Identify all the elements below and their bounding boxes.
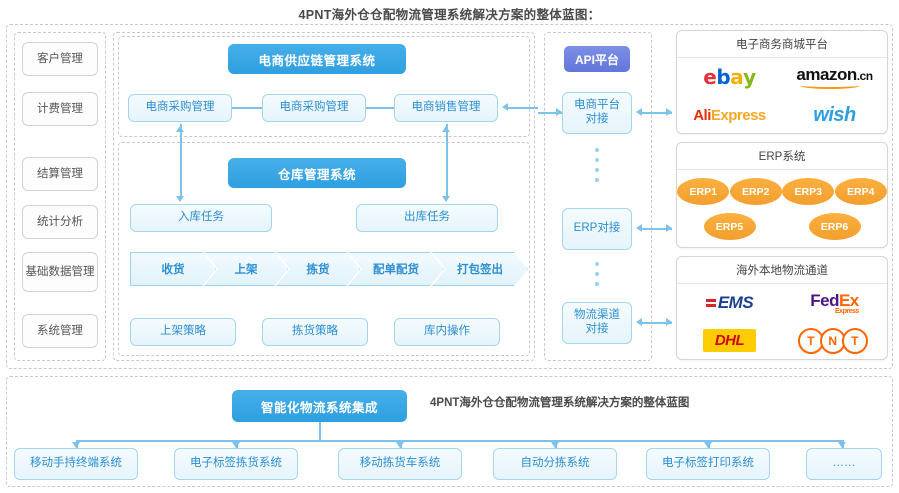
- erp-badge-4: ERP4: [834, 178, 887, 205]
- warehouse-management-header: 仓库管理系统: [228, 158, 406, 188]
- bottom-arrow-2-icon: [232, 442, 240, 448]
- connector-api-in: [538, 112, 562, 114]
- panel-ecommerce-title: 电子商务商城平台: [677, 31, 887, 58]
- inbound-task-box[interactable]: 入库任务: [130, 204, 272, 232]
- connector-ec-1-2: [232, 107, 262, 109]
- wish-logo: wish: [813, 103, 856, 126]
- intelligent-logistics-header: 智能化物流系统集成: [232, 390, 407, 422]
- process-step-sorting[interactable]: 配单配货: [348, 252, 444, 286]
- arrow-erp-left-icon: [636, 224, 642, 232]
- bottom-arrow-1-icon: [72, 442, 80, 448]
- page-title: 4PNT海外仓仓配物流管理系统解决方案的整体蓝图：: [298, 8, 601, 22]
- bottom-arrow-6-icon: [838, 442, 846, 448]
- ems-logo: EMS: [678, 293, 782, 313]
- sidebar-item-settlement[interactable]: 结算管理: [22, 157, 98, 191]
- erp-badge-6: ERP6: [808, 213, 861, 240]
- bottom-item-etag-picking[interactable]: 电子标签拣货系统: [174, 448, 298, 480]
- sidebar-item-system[interactable]: 系统管理: [22, 314, 98, 348]
- ecommerce-purchase-box-2[interactable]: 电商采购管理: [262, 94, 366, 122]
- sidebar-item-customer[interactable]: 客户管理: [22, 42, 98, 76]
- arrow-inbound-up-icon: [176, 126, 184, 132]
- dots-separator-2: [595, 262, 599, 286]
- connector-logistics-channel[interactable]: 物流渠道 对接: [562, 302, 632, 344]
- process-step-picking[interactable]: 拣货: [276, 252, 360, 286]
- bottom-item-handheld[interactable]: 移动手持终端系统: [14, 448, 138, 480]
- arrow-sales-left-icon: [502, 103, 508, 111]
- panel-erp-systems: ERP系统 ERP1 ERP2 ERP3 ERP4 ERP5 ERP6: [676, 142, 888, 248]
- arrow-inbound-down-icon: [176, 196, 184, 202]
- sidebar-item-analytics[interactable]: 统计分析: [22, 205, 98, 239]
- connector-api-ecommerce: [640, 112, 672, 114]
- bottom-arrow-4-icon: [551, 442, 559, 448]
- arrow-api-right-icon: [556, 108, 562, 116]
- connector-ec-2-3: [366, 107, 394, 109]
- bottom-trunk: [319, 422, 321, 440]
- ecommerce-supply-chain-header: 电商供应链管理系统: [228, 44, 406, 74]
- erp-badge-5: ERP5: [703, 213, 756, 240]
- inwarehouse-operation-box[interactable]: 库内操作: [394, 318, 500, 346]
- connector-outbound-up: [446, 124, 448, 196]
- bottom-item-etag-printing[interactable]: 电子标签打印系统: [646, 448, 770, 480]
- bottom-branch-bus: [76, 440, 842, 442]
- process-step-putaway[interactable]: 上架: [204, 252, 288, 286]
- bottom-arrow-3-icon: [396, 442, 404, 448]
- bottom-caption: 4PNT海外仓仓配物流管理系统解决方案的整体蓝图: [430, 397, 690, 409]
- sidebar-item-billing[interactable]: 计费管理: [22, 92, 98, 126]
- bottom-item-more[interactable]: ……: [806, 448, 882, 480]
- ecommerce-purchase-box-1[interactable]: 电商采购管理: [128, 94, 232, 122]
- connector-ecommerce-platform[interactable]: 电商平台 对接: [562, 92, 632, 134]
- erp-badge-1: ERP1: [677, 178, 730, 205]
- putaway-strategy-box[interactable]: 上架策略: [130, 318, 236, 346]
- connector-sales-to-api: [506, 107, 538, 109]
- sidebar-frame: [14, 32, 106, 361]
- process-step-packing[interactable]: 打包签出: [432, 252, 528, 286]
- erp-badge-3: ERP3: [782, 178, 835, 205]
- dhl-logo: DHL: [678, 329, 782, 352]
- process-step-receiving[interactable]: 收货: [130, 252, 216, 286]
- arrow-outbound-down-icon: [442, 196, 450, 202]
- arrow-erp-right-icon: [666, 224, 672, 232]
- bottom-item-auto-sorting[interactable]: 自动分拣系统: [493, 448, 617, 480]
- bottom-arrow-5-icon: [704, 442, 712, 448]
- arrow-outbound-up-icon: [442, 126, 450, 132]
- api-platform-header: API平台: [564, 46, 630, 72]
- connector-inbound-up: [180, 124, 182, 196]
- bottom-item-picking-cart[interactable]: 移动拣货车系统: [338, 448, 462, 480]
- dots-separator-1: [595, 148, 599, 182]
- arrow-ecommerce-right-icon: [666, 108, 672, 116]
- arrow-logistics-left-icon: [636, 318, 642, 326]
- arrow-logistics-right-icon: [666, 318, 672, 326]
- amazon-logo: amazon.cn: [783, 65, 887, 90]
- sidebar-item-basic-data[interactable]: 基础数据管理: [22, 252, 98, 292]
- picking-strategy-box[interactable]: 拣货策略: [262, 318, 368, 346]
- outbound-task-box[interactable]: 出库任务: [356, 204, 498, 232]
- ecommerce-sales-box[interactable]: 电商销售管理: [394, 94, 498, 122]
- panel-logistics-title: 海外本地物流通道: [677, 257, 887, 284]
- connector-api-logistics: [640, 322, 672, 324]
- panel-erp-title: ERP系统: [677, 143, 887, 170]
- erp-badge-2: ERP2: [729, 178, 782, 205]
- connector-api-erp: [640, 228, 672, 230]
- connector-erp[interactable]: ERP对接: [562, 208, 632, 250]
- arrow-ecommerce-left-icon: [636, 108, 642, 116]
